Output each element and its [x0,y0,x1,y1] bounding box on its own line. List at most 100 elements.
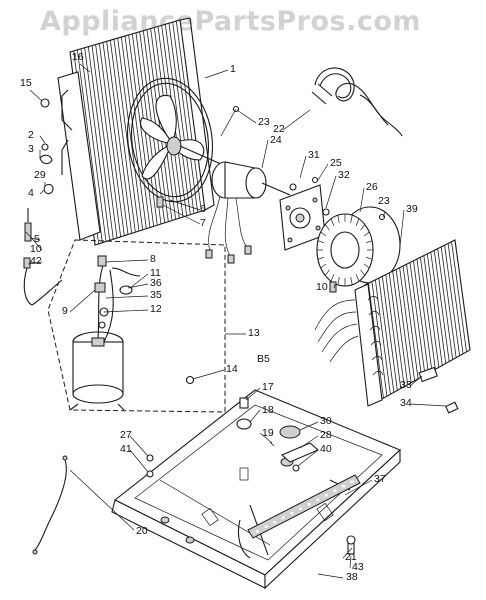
callout-29: 29 [34,169,46,181]
callout-40: 40 [320,443,332,455]
leader-line [382,211,386,218]
leader-line [162,204,201,225]
heater-element [311,67,403,137]
leader-line [409,403,447,407]
leader-line [39,135,46,144]
leader-line [245,387,261,401]
callout-16: 16 [72,51,84,63]
callout-25: 25 [330,157,342,169]
leader-line [342,547,353,559]
compressor-group [47,239,226,413]
callout-26: 26 [366,181,378,193]
leader-line [192,369,225,380]
leader-line [282,109,311,131]
leader-line [25,231,43,251]
callout-13: 13 [248,327,260,339]
callout-42: 42 [30,255,42,267]
leader-line [29,89,43,102]
callout-23: 23 [378,195,390,207]
leader-line [236,109,257,124]
leader-line [297,449,319,467]
leader-line [129,273,149,289]
callout-7: 7 [200,217,206,229]
condenser-coil [57,17,215,246]
callout-34: 34 [400,397,412,409]
leader-line [299,435,319,449]
callout-30: 30 [320,415,332,427]
diagram-code: B5 [257,353,270,365]
leader-line [69,289,96,313]
leader-line [103,309,149,313]
callout-41: 41 [120,443,132,455]
callout-8: 8 [150,253,156,265]
callout-6: 6 [200,203,206,215]
callout-38: 38 [346,571,358,583]
leader-line [259,432,273,444]
callout-24: 24 [270,134,282,146]
callout-33: 33 [400,379,412,391]
callout-22: 22 [273,123,285,135]
callout-32: 32 [338,169,350,181]
leader-line [69,469,135,531]
blower-wheel [316,206,401,287]
callout-19: 19 [262,427,274,439]
callout-11: 11 [150,267,161,279]
callout-5: 5 [34,233,40,245]
evaporator-coil [314,239,471,407]
leader-line [409,375,423,387]
callout-17: 17 [262,381,274,393]
leader-line [39,189,45,195]
fan-assembly [126,77,231,203]
callout-9: 9 [62,305,68,317]
leader-line [317,573,344,579]
callout-10: 10 [316,281,328,293]
leader-line [325,175,337,209]
leader-line [105,295,149,299]
callout-28: 28 [320,429,332,441]
callout-12: 12 [150,303,162,315]
leader-line [129,449,149,473]
callout-36: 36 [150,277,162,289]
callout-labels: 1234567891011121314151617181920212223242… [20,51,418,583]
misc-parts [32,105,459,555]
callout-21: 21 [345,551,357,563]
base-pan [111,389,402,590]
leader-line [299,155,307,179]
leader-line [105,259,149,263]
leader-line [349,555,352,569]
leader-line [399,209,405,247]
leader-line [359,187,365,213]
leader-line [261,139,269,169]
leader-line [204,69,229,79]
callout-1: 1 [230,63,236,75]
leader-line [317,163,329,181]
leader-line [129,435,149,457]
leader-line [79,63,91,73]
callout-14: 14 [226,363,238,375]
mounting-rail [247,474,361,539]
leader-line [27,261,43,265]
leader-line [249,409,261,423]
callout-37: 37 [374,473,386,485]
callout-4: 4 [28,187,34,199]
callout-15: 15 [20,77,32,89]
callout-23: 23 [258,116,270,128]
leader-line [299,421,319,431]
left-small-parts [23,89,73,306]
callout-27: 27 [120,429,132,441]
callout-2: 2 [28,129,34,141]
leader-line [333,283,336,289]
callout-31: 31 [308,149,320,161]
callout-20: 20 [136,525,148,537]
fan-motor [205,161,291,264]
leader-lines [25,63,447,579]
leader-line [220,108,237,137]
leader-line [169,199,201,211]
callout-3: 3 [28,143,34,155]
callout-10: 10 [30,243,42,255]
leader-line [344,479,373,496]
callout-35: 35 [150,289,162,301]
callout-43: 43 [352,561,364,573]
